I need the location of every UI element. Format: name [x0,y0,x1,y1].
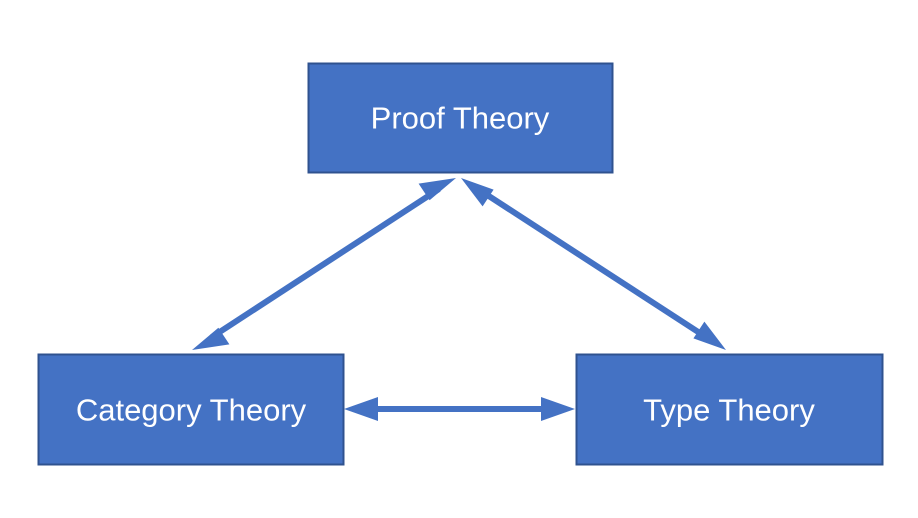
node-type-theory-label: Type Theory [643,393,815,428]
node-category-theory: Category Theory [37,353,345,466]
edge-proof-category-head-end [192,327,230,350]
edge-proof-category [192,178,456,350]
node-category-theory-label: Category Theory [76,393,307,428]
edge-category-type [344,397,575,421]
edge-proof-type-line [476,186,711,342]
edge-proof-type [461,178,726,350]
edge-proof-type-head-start [461,178,494,207]
node-category-theory-box [37,353,345,466]
edge-category-type-head-start [344,397,378,421]
node-proof-theory-label: Proof Theory [371,101,550,136]
node-proof-theory-box [307,62,614,174]
edge-category-type-head-end [541,397,575,421]
edge-proof-type-head-end [693,321,726,350]
node-type-theory: Type Theory [575,353,884,466]
edge-proof-category-line [210,186,441,340]
node-type-theory-box [575,353,884,466]
edge-proof-category-head-start [418,178,456,201]
node-proof-theory: Proof Theory [307,62,614,174]
